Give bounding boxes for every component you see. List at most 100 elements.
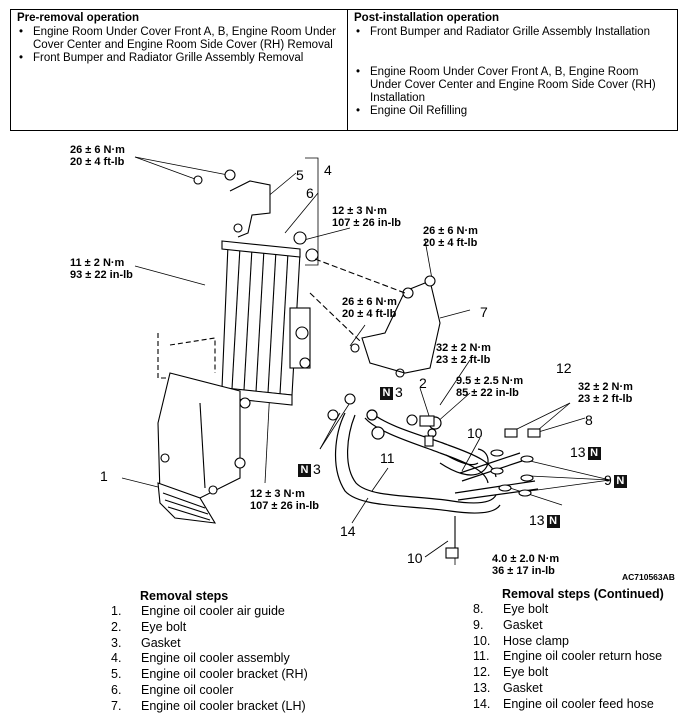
step-number: 7.: [111, 698, 122, 713]
torque-ft: 20 ± 4 ft-lb: [342, 308, 397, 320]
step-number: 3.: [111, 635, 122, 650]
removal-step: 6.Engine oil cooler: [111, 683, 308, 699]
post-installation-heading: Post-installation operation: [354, 12, 500, 24]
callout-12: 12: [556, 360, 572, 376]
step-number: 8.: [473, 602, 484, 616]
post-installation-column: Post-installation operation Front Bumper…: [348, 10, 677, 130]
removal-step: 12. Eye bolt: [473, 665, 662, 681]
new-part-mark: N: [380, 386, 393, 400]
new-part-mark: N: [613, 474, 627, 488]
step-text: Eye bolt: [141, 619, 187, 634]
callout-11: 11: [380, 450, 395, 466]
callout-8: 8: [585, 412, 593, 428]
callout-4: 4: [324, 162, 332, 178]
bracket-lh: [309, 258, 441, 378]
step-number: 1.: [111, 604, 122, 618]
operations-table: Pre-removal operation Engine Room Under …: [10, 9, 678, 131]
torque-ft: 20 ± 4 ft-lb: [423, 237, 478, 249]
step-number: 5.: [111, 667, 122, 682]
callout-5: 5: [296, 167, 304, 183]
new-part-mark: N: [298, 463, 311, 477]
torque-nm: 12 ± 3 N·m: [250, 488, 305, 500]
post-installation-item: Engine Room Under Cover Front A, B, Engi…: [354, 66, 671, 105]
step-text: Gasket: [503, 680, 543, 695]
torque-label: 26 ± 6 N·m 20 ± 4 ft-lb: [342, 296, 397, 320]
step-text: Engine oil cooler air guide: [141, 604, 285, 618]
step-text: Gasket: [503, 617, 543, 632]
callout-2: 2: [419, 375, 427, 391]
pre-removal-column: Pre-removal operation Engine Room Under …: [11, 10, 348, 130]
post-installation-list: Front Bumper and Radiator Grille Assembl…: [354, 26, 671, 118]
removal-steps-cont-list: 8. Eye bolt 9. Gasket 10.Hose clamp 11. Eng…: [473, 602, 662, 713]
callout-1: 1: [100, 468, 108, 484]
torque-label: 11 ± 2 N·m 93 ± 22 in-lb: [70, 257, 133, 281]
removal-step: 14. Engine oil cooler feed hose: [473, 697, 662, 713]
torque-nm: 9.5 ± 2.5 N·m: [456, 375, 524, 387]
step-text: Engine oil cooler feed hose: [503, 696, 654, 711]
removal-step: 11. Engine oil cooler return hose: [473, 649, 662, 665]
torque-label: 26 ± 6 N·m 20 ± 4 ft-lb: [70, 144, 125, 168]
step-text: Eye bolt: [503, 665, 549, 680]
torque-nm: 12 ± 3 N·m: [332, 205, 387, 217]
callout-number: 13: [529, 512, 545, 528]
callout-10-upper: 10: [467, 425, 483, 441]
step-text: Gasket: [141, 635, 181, 650]
removal-steps-title: Removal steps: [140, 589, 229, 603]
step-number: 14.: [473, 696, 491, 711]
callout-number: 9: [604, 472, 612, 488]
removal-step: 7. Engine oil cooler bracket (LH): [111, 699, 308, 715]
oil-cooler-core: [215, 231, 319, 406]
torque-in: 107 ± 26 in-lb: [250, 500, 320, 512]
torque-label: 26 ± 6 N·m 20 ± 4 ft-lb: [423, 225, 478, 249]
post-installation-item: Engine Oil Refilling: [354, 105, 671, 118]
torque-nm: 26 ± 6 N·m: [342, 296, 397, 308]
figure-id: AC710563AB: [622, 572, 675, 582]
torque-in: 93 ± 22 in-lb: [70, 269, 133, 281]
assembly-bracket: [305, 157, 319, 266]
step-text: Engine oil cooler return hose: [503, 649, 663, 664]
torque-nm: 32 ± 2 N·m: [578, 381, 633, 393]
torque-label: 32 ± 2 N·m 23 ± 2 ft-lb: [436, 342, 491, 366]
torque-label: 4.0 ± 2.0 N·m 36 ± 17 in-lb: [492, 553, 559, 577]
new-part-mark: N: [546, 514, 560, 528]
bracket-rh: [193, 169, 271, 238]
callout-number: 13: [570, 444, 586, 460]
step-text: Engine oil cooler bracket (RH): [141, 667, 308, 682]
torque-nm: 26 ± 6 N·m: [70, 144, 125, 156]
step-text: Engine oil cooler bracket (LH): [141, 698, 306, 713]
removal-steps-list: 1.Engine oil cooler air guide 2.Eye bolt…: [111, 604, 308, 715]
removal-step: 1. Engine oil cooler air guide: [111, 604, 308, 620]
pre-removal-item: Engine Room Under Cover Front A, B, Engi…: [17, 26, 341, 52]
step-number: 13.: [473, 680, 491, 695]
removal-step: 9. Gasket: [473, 618, 662, 634]
torque-label: 12 ± 3 N·m 107 ± 26 in-lb: [332, 205, 401, 229]
pre-removal-list: Engine Room Under Cover Front A, B, Engi…: [17, 26, 341, 65]
callout-10-lower: 10: [407, 550, 423, 566]
step-text: Hose clamp: [503, 633, 569, 648]
step-text: Engine oil cooler assembly: [141, 651, 290, 666]
torque-ft: 20 ± 4 ft-lb: [70, 156, 125, 168]
step-number: 9.: [473, 617, 484, 632]
step-number: 11.: [473, 649, 490, 664]
pre-removal-heading: Pre-removal operation: [17, 12, 140, 24]
step-text: Eye bolt: [503, 602, 549, 616]
torque-label: 9.5 ± 2.5 N·m 85 ± 22 in-lb: [456, 375, 523, 399]
fittings: [327, 393, 541, 559]
post-installation-item: Front Bumper and Radiator Grille Assembl…: [354, 26, 671, 39]
removal-step: 10.Hose clamp: [473, 634, 662, 650]
callout-14: 14: [340, 523, 356, 539]
callout-6: 6: [306, 185, 314, 201]
torque-label: 12 ± 3 N·m 107 ± 26 in-lb: [250, 488, 319, 512]
step-number: 12.: [473, 665, 491, 680]
torque-nm: 4.0 ± 2.0 N·m: [492, 553, 560, 565]
hoses: [335, 409, 539, 514]
step-number: 4.: [111, 651, 122, 666]
torque-in: 36 ± 17 in-lb: [492, 565, 555, 577]
removal-step: 5. Engine oil cooler bracket (RH): [111, 667, 308, 683]
removal-step: 3. Gasket: [111, 636, 308, 652]
